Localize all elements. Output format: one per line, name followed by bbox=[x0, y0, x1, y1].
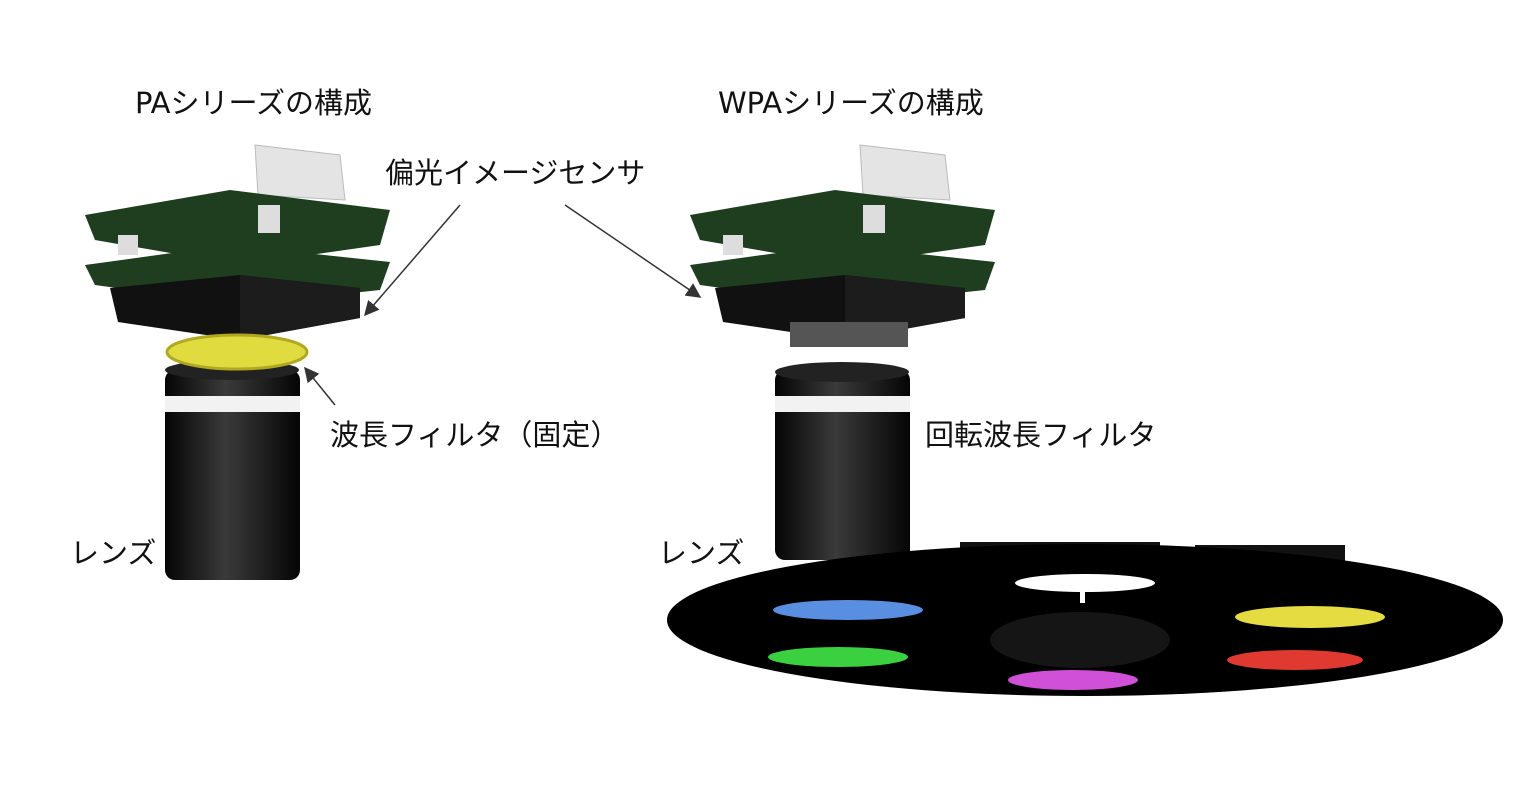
wpa-lens bbox=[775, 370, 910, 560]
pa-fixed-filter bbox=[165, 333, 309, 371]
fixed-filter-label: 波長フィルタ（固定） bbox=[330, 418, 620, 452]
filter-magenta bbox=[1008, 670, 1138, 690]
arrow-sensor-wpa bbox=[564, 204, 702, 298]
pa-title: PAシリーズの構成 bbox=[135, 86, 373, 120]
sensor-label: 偏光イメージセンサ bbox=[385, 156, 646, 190]
arrow-fixed-filter bbox=[304, 366, 336, 406]
filter-yellow bbox=[1235, 606, 1385, 628]
pa-camera-assembly bbox=[84, 144, 391, 580]
wpa-camera-assembly bbox=[689, 144, 996, 560]
rotating-filter-wheel bbox=[667, 542, 1503, 696]
pa-lens bbox=[165, 370, 300, 580]
wpa-lens-label: レンズ bbox=[658, 536, 745, 570]
filter-red bbox=[1227, 650, 1363, 670]
filter-blue bbox=[773, 600, 923, 620]
filter-green bbox=[768, 647, 908, 667]
wpa-sensor bbox=[790, 322, 908, 347]
pa-lens-label: レンズ bbox=[70, 536, 157, 570]
wpa-title: WPAシリーズの構成 bbox=[718, 86, 984, 120]
arrow-sensor-pa bbox=[364, 204, 461, 317]
rotating-filter-label: 回転波長フィルタ bbox=[925, 418, 1157, 452]
